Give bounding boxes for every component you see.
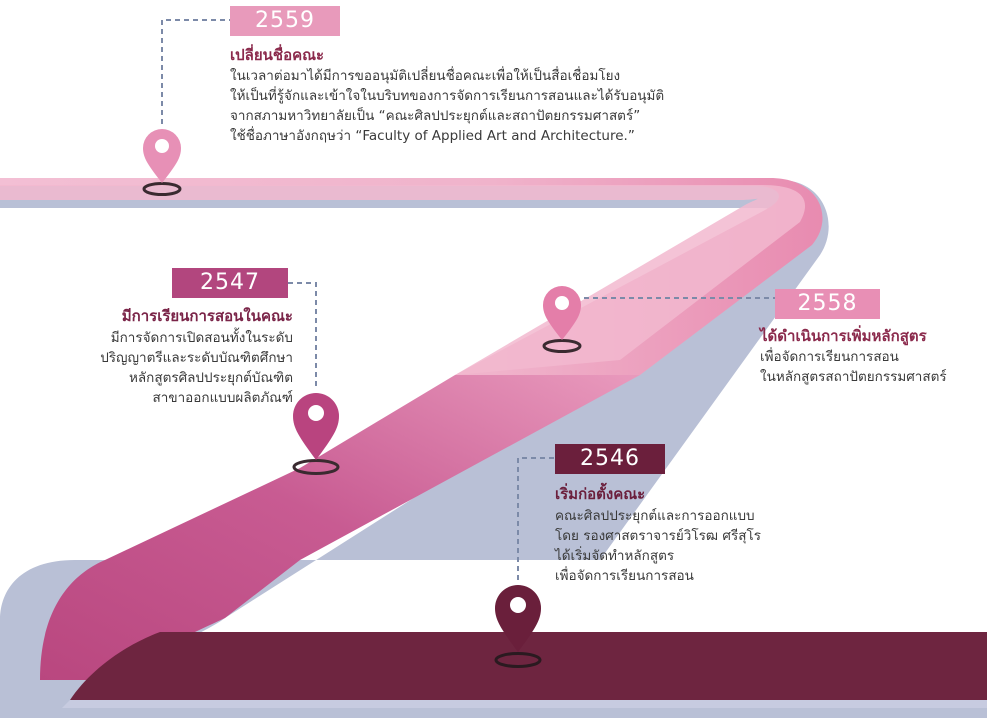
- year-label-2546: 2546: [580, 446, 640, 471]
- text-line: ให้เป็นที่รู้จักและเข้าใจในบริบทของการจั…: [230, 88, 665, 104]
- milestone-title-2558: ได้ดำเนินการเพิ่มหลักสูตร: [760, 327, 927, 345]
- pin-2547: [292, 393, 340, 475]
- year-label-2547: 2547: [200, 270, 260, 295]
- text-line: ในเวลาต่อมาได้มีการขออนุมัติเปลี่ยนชื่อค…: [230, 68, 621, 84]
- year-label-2558: 2558: [797, 291, 858, 316]
- road-bottom-edge: [62, 700, 987, 708]
- milestone-text-2547: มีการจัดการเปิดสอนทั้งในระดับ ปริญญาตรีแ…: [100, 328, 293, 408]
- year-label-2559: 2559: [255, 8, 315, 33]
- text-line: จากสภามหาวิทยาลัยเป็น “คณะศิลปประยุกต์แล…: [230, 108, 641, 124]
- text-line: ใช้ชื่อภาษาอังกฤษว่า “Faculty of Applied…: [230, 128, 635, 144]
- year-box-2546: [555, 444, 665, 474]
- text-line: หลักสูตรศิลปประยุกต์บัณฑิต: [128, 370, 293, 386]
- milestone-text-2559: ในเวลาต่อมาได้มีการขออนุมัติเปลี่ยนชื่อค…: [230, 66, 664, 146]
- milestone-title-2546: เริ่มก่อตั้งคณะ: [555, 485, 646, 503]
- road-middle: [40, 375, 640, 680]
- text-line: เพื่อจัดการเรียนการสอน: [760, 349, 899, 365]
- pin-2559: [142, 129, 182, 196]
- milestone-text-2558: เพื่อจัดการเรียนการสอน ในหลักสูตรสถาปัตย…: [760, 347, 947, 387]
- road-top-surface: [0, 185, 806, 375]
- text-line: โดย รองศาสตราจารย์วิโรฒ ศรีสุโร: [555, 528, 761, 544]
- milestone-title-2547: มีการเรียนการสอนในคณะ: [121, 307, 293, 325]
- text-line: มีการจัดการเปิดสอนทั้งในระดับ: [110, 330, 293, 346]
- year-box-2558: [775, 289, 880, 319]
- year-box-2559: [230, 6, 340, 36]
- milestone-title-2559: เปลี่ยนชื่อคณะ: [230, 46, 325, 64]
- pin-2558: [542, 286, 582, 353]
- text-line: เพื่อจัดการเรียนการสอน: [555, 568, 694, 584]
- text-line: ได้เริ่มจัดทำหลักสูตร: [555, 548, 675, 564]
- text-line: ในหลักสูตรสถาปัตยกรรมศาสตร์: [760, 369, 947, 385]
- milestone-text-2546: คณะศิลปประยุกต์และการออกแบบ โดย รองศาสตร…: [555, 506, 761, 586]
- leader-lines: [161, 19, 775, 580]
- pin-2546: [494, 585, 542, 668]
- text-line: คณะศิลปประยุกต์และการออกแบบ: [555, 508, 755, 524]
- year-box-2547: [172, 268, 288, 298]
- text-line: สาขาออกแบบผลิตภัณฑ์: [152, 390, 293, 406]
- text-line: ปริญญาตรีและระดับบัณฑิตศึกษา: [100, 350, 293, 366]
